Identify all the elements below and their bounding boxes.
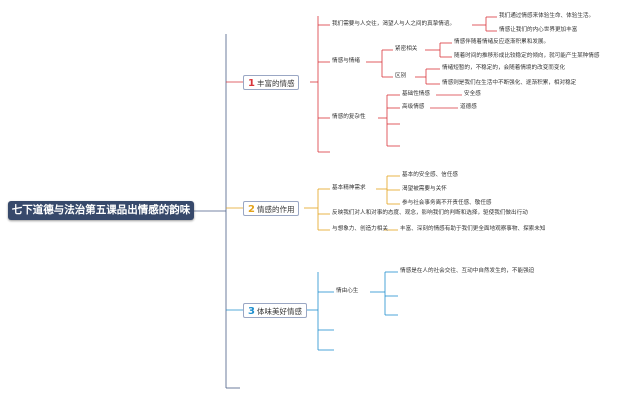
branch-label-1: 丰富的情感 [256, 79, 295, 88]
node-sense-of-security[interactable]: 安全感 [464, 91, 481, 97]
node-reflect-attitude[interactable]: 反映我们对人和对事的态度、观念，影响我们的判断和选择，驱使我们做出行动 [332, 210, 528, 216]
branch-number-1: 1 [248, 78, 255, 89]
node-from-heart[interactable]: 情由心生 [336, 288, 359, 294]
node-difference-1[interactable]: 情绪短暂的，不稳定的，会随着情境的改变而变化 [442, 65, 566, 71]
node-moral-sense[interactable]: 道德感 [460, 104, 477, 110]
branch-number-2: 2 [248, 204, 255, 215]
node-spiritual-needs[interactable]: 基本精神需求 [332, 185, 366, 191]
node-needs-3[interactable]: 参与社会事务离不开责任感、敬任感 [402, 200, 492, 206]
node-basic-emotion[interactable]: 基础性情感 [402, 91, 430, 97]
node-need-interaction[interactable]: 我们需要与人交往，渴望人与人之间的真挚情谊。 [332, 21, 456, 27]
node-emotion-and-mood[interactable]: 情感与情绪 [332, 58, 360, 64]
node-enrich-inner-world[interactable]: 情感让我们的内心世界更加丰富 [499, 27, 578, 33]
root-topic[interactable]: 七下道德与法治第五课品出情感的韵味 [8, 201, 194, 220]
node-needs-1[interactable]: 基本的安全感、信任感 [402, 172, 458, 178]
node-closely-related[interactable]: 紧密相关 [395, 46, 418, 52]
node-creativity[interactable]: 与想象力、创造力相关 [332, 226, 388, 232]
branch-label-2: 情感的作用 [256, 205, 295, 214]
node-related-2[interactable]: 随着时间的推移形成比较稳定的倾向，就可能产生某种情感 [454, 53, 600, 59]
node-emotion-complexity[interactable]: 情感的复杂性 [332, 114, 366, 120]
node-difference[interactable]: 区别 [395, 73, 407, 79]
node-from-heart-1[interactable]: 情感是在人的社会交往、互动中自然发生的，不能强迫 [400, 268, 535, 274]
node-creativity-1[interactable]: 丰富、深刻的情感有助于我们更全面地观察事物、探索未知 [400, 226, 546, 232]
node-advanced-emotion[interactable]: 高级情感 [402, 104, 425, 110]
node-difference-2[interactable]: 情感则是我们在生活中不断强化、逐渐积累，相对稳定 [442, 80, 577, 86]
node-experience-life[interactable]: 我们通过情感来体验生命、体验生活。 [499, 13, 595, 19]
node-related-1[interactable]: 情感伴随着情绪反应逐渐积累和发展。 [454, 39, 550, 45]
branch-label-3: 体味美好情感 [256, 307, 302, 316]
node-needs-2[interactable]: 渴望被需要与关怀 [402, 186, 447, 192]
branch-number-3: 3 [248, 306, 255, 317]
